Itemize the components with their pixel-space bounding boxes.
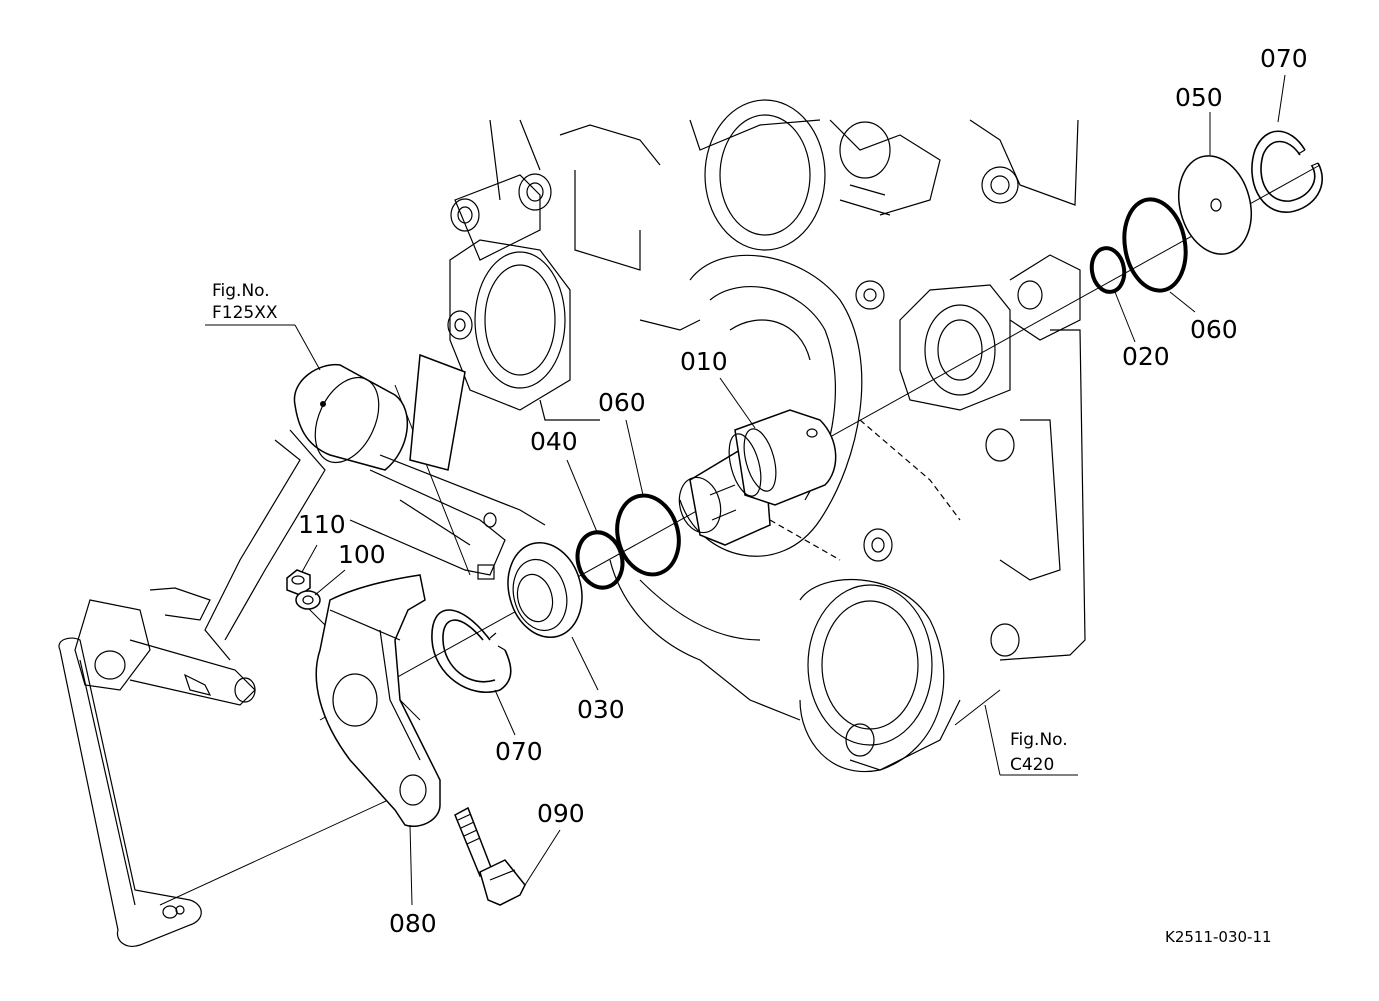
label-070-top: 070 xyxy=(1260,44,1308,73)
label-010: 010 xyxy=(680,347,728,376)
figure-reference-right: Fig.No. C420 xyxy=(1010,730,1068,775)
label-050: 050 xyxy=(1175,83,1223,112)
part-020-o-ring xyxy=(1089,246,1127,294)
part-070-snap-ring-upper xyxy=(1251,130,1323,213)
part-040-o-ring xyxy=(575,530,625,590)
part-080-lever xyxy=(315,574,441,827)
part-010-shaft xyxy=(678,409,837,546)
leader-lines xyxy=(205,74,1286,906)
ref-right-line2: C420 xyxy=(1010,755,1054,775)
ref-left-line1: Fig.No. xyxy=(212,281,270,301)
label-030: 030 xyxy=(577,695,625,724)
figure-reference-left: Fig.No. F125XX xyxy=(212,281,278,323)
label-080: 080 xyxy=(389,909,437,938)
part-labels: 010 020 030 040 050 060 060 070 070 080 … xyxy=(298,44,1308,938)
part-050-washer xyxy=(1178,155,1252,255)
label-040: 040 xyxy=(530,427,578,456)
part-090-bolt xyxy=(454,806,526,906)
label-090: 090 xyxy=(537,799,585,828)
part-060-o-ring-front xyxy=(615,493,681,577)
label-060-front: 060 xyxy=(598,388,646,417)
drawing-code: K2511-030-11 xyxy=(1165,928,1272,946)
label-070-bottom: 070 xyxy=(495,737,543,766)
label-110: 110 xyxy=(298,510,346,539)
part-060-o-ring-rear xyxy=(1122,197,1188,293)
part-110-nut xyxy=(286,569,311,596)
ref-right-line1: Fig.No. xyxy=(1010,730,1068,750)
part-030-seal xyxy=(507,541,583,639)
label-020: 020 xyxy=(1122,342,1170,371)
part-100-washer xyxy=(295,590,321,610)
ref-left-line2: F125XX xyxy=(212,303,278,323)
part-070-snap-ring-lower xyxy=(431,609,512,693)
label-100: 100 xyxy=(338,540,386,569)
label-060-rear: 060 xyxy=(1190,315,1238,344)
gear-case-housing xyxy=(447,99,1086,773)
linkage-assembly xyxy=(58,353,546,947)
